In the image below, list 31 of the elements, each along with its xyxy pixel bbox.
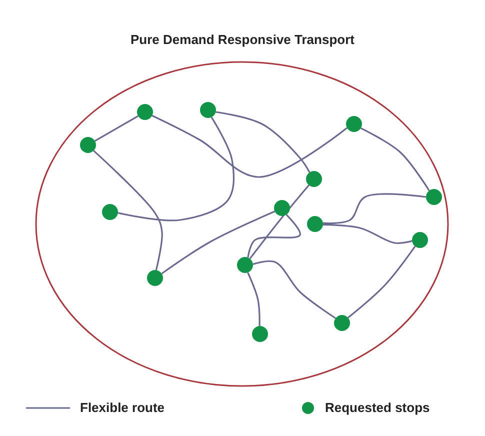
route-line <box>161 210 276 274</box>
route-line <box>216 111 310 173</box>
route-line <box>249 184 310 260</box>
stop-dot <box>334 315 350 331</box>
legend-label: Flexible route <box>80 400 165 415</box>
stop-dot <box>80 137 96 153</box>
diagram-title: Pure Demand Responsive Transport <box>130 32 356 47</box>
legend-label: Requested stops <box>325 400 430 415</box>
stop-dot <box>426 189 442 205</box>
stop-dot <box>237 257 253 273</box>
route-line <box>322 224 412 244</box>
stop-dot <box>412 232 428 248</box>
stop-dot <box>102 204 118 220</box>
route-line <box>152 114 348 178</box>
stop-dot <box>307 216 323 232</box>
stop-dot <box>306 171 322 187</box>
route-line <box>322 193 426 224</box>
stop-dot <box>137 104 153 120</box>
route-line <box>348 246 416 318</box>
route-line <box>94 115 138 142</box>
route-line <box>247 214 301 258</box>
stop-dot <box>252 326 268 342</box>
route-line <box>93 150 163 270</box>
route-line <box>252 260 336 319</box>
stop-dot <box>200 102 216 118</box>
route-line <box>247 272 260 326</box>
route-line <box>118 116 234 222</box>
route-line <box>360 127 430 192</box>
stop-dot <box>147 270 163 286</box>
stop-dot <box>346 116 362 132</box>
stop-dot <box>274 200 290 216</box>
